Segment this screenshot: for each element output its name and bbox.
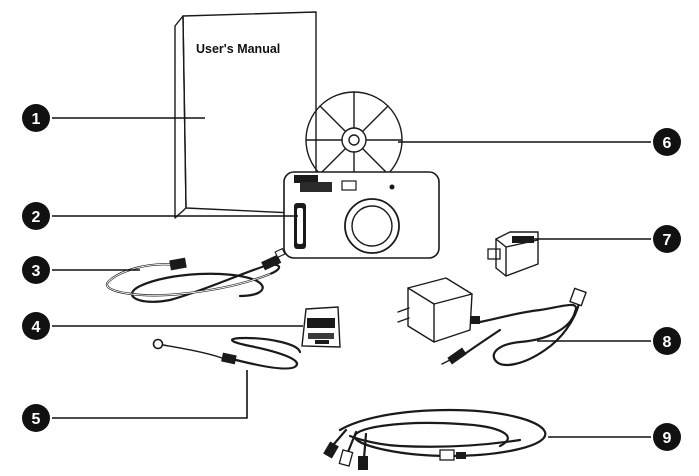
ac-adapter — [397, 277, 587, 367]
callout-9-number: 9 — [663, 430, 672, 447]
callout-6-badge — [653, 128, 681, 156]
callout-3: 3 — [22, 256, 50, 284]
memory-card — [301, 306, 341, 348]
callout-9: 9 — [653, 423, 681, 451]
callout-4: 4 — [22, 312, 50, 340]
callout-1-number: 1 — [32, 111, 41, 128]
battery — [487, 231, 539, 277]
callout-9-badge — [653, 423, 681, 451]
callout-7: 7 — [653, 225, 681, 253]
callout-2-badge — [22, 202, 50, 230]
wrist-strap — [152, 336, 302, 370]
callout-4-badge — [22, 312, 50, 340]
callout-1-badge — [22, 104, 50, 132]
callout-3-number: 3 — [32, 263, 41, 280]
leader-5 — [52, 370, 248, 419]
callout-8-badge — [653, 327, 681, 355]
callout-6: 6 — [653, 128, 681, 156]
callout-4-number: 4 — [32, 319, 41, 336]
callout-5: 5 — [22, 404, 50, 432]
digital-camera — [283, 171, 440, 259]
callout-2-number: 2 — [32, 209, 41, 226]
callout-8-number: 8 — [663, 334, 672, 351]
callout-5-badge — [22, 404, 50, 432]
callout-3-badge — [22, 256, 50, 284]
callout-6-number: 6 — [663, 135, 672, 152]
callout-7-number: 7 — [663, 232, 672, 249]
callout-5-number: 5 — [32, 411, 41, 428]
callout-7-badge — [653, 225, 681, 253]
callout-8: 8 — [653, 327, 681, 355]
callout-2: 2 — [22, 202, 50, 230]
leader-lines — [52, 117, 651, 438]
callout-1: 1 — [22, 104, 50, 132]
manual-title: User's Manual — [196, 42, 280, 56]
av-cable — [323, 408, 547, 470]
usb-cable — [105, 247, 286, 303]
